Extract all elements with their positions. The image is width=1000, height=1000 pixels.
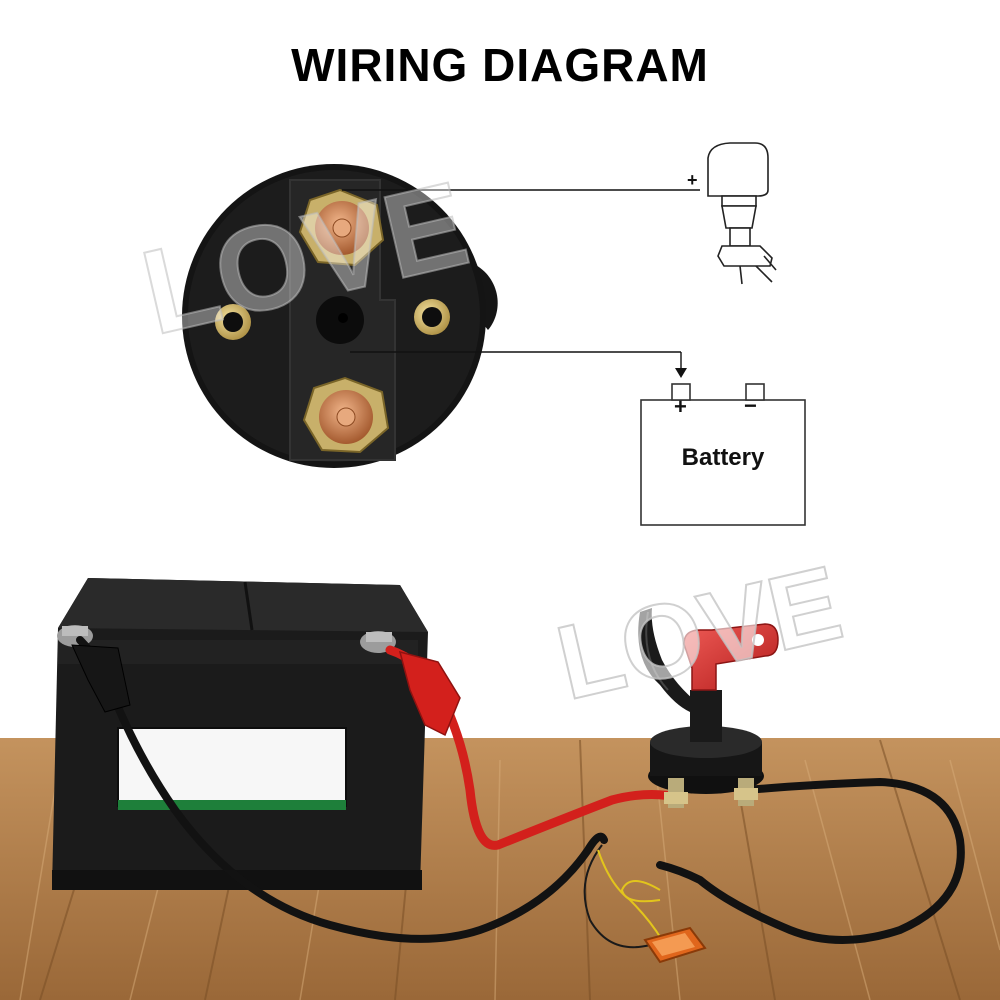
red-positive-cable (385, 645, 685, 850)
terminal-bottom (302, 376, 390, 454)
switch-back-view (182, 164, 498, 468)
indicator-lamp (643, 926, 707, 964)
battery-minus-sign: − (744, 393, 757, 418)
black-negative-cable (71, 636, 608, 943)
switch-key-icon (683, 623, 779, 691)
battery-schematic (640, 383, 806, 526)
battery-plus-sign: + (674, 394, 687, 419)
mounting-hole-left (215, 304, 251, 340)
switch-stud-left (664, 778, 688, 808)
wire-line-to-battery (350, 351, 687, 378)
output-cable (656, 777, 965, 944)
switch-stud-right (734, 778, 758, 806)
car-battery (52, 578, 428, 890)
mounting-hole-right (414, 299, 450, 335)
page-title: WIRING DIAGRAM (291, 39, 709, 91)
battery-label: Battery (681, 444, 765, 471)
terminal-top (298, 188, 385, 267)
indicator-wires (583, 844, 663, 949)
battery-disconnect-switch (638, 608, 779, 808)
motor-terminal-sign: + (687, 170, 698, 190)
outboard-motor-icon (707, 142, 777, 285)
